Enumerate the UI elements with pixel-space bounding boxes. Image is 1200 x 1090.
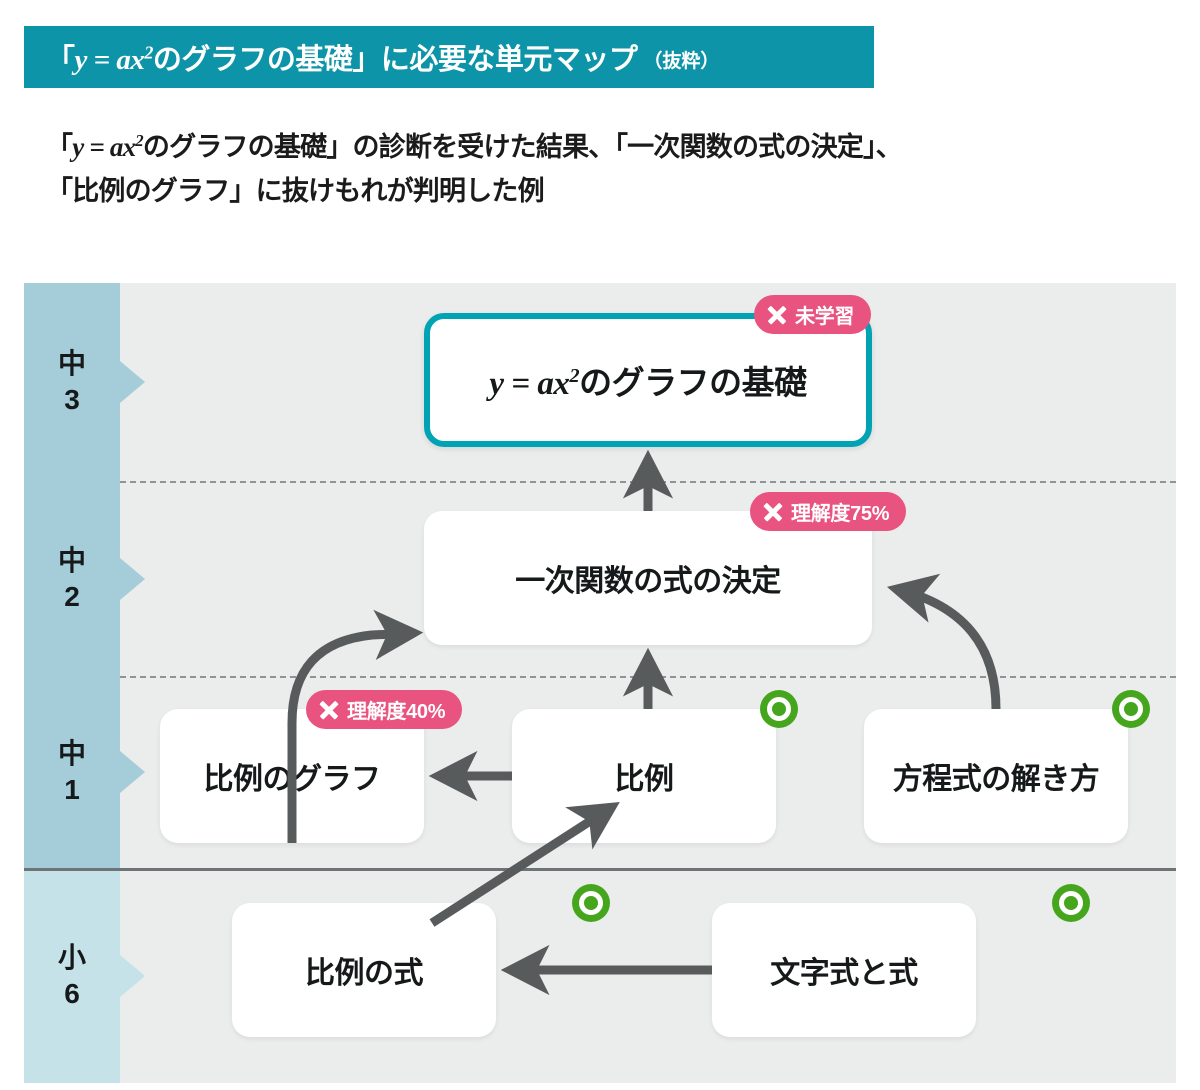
grade-band-chevron-icon [120, 557, 145, 600]
node-proportion-formula-label: 比例の式 [305, 957, 424, 990]
node-solving-equations-label: 方程式の解き方 [892, 763, 1100, 796]
node-proportion-label: 比例 [614, 763, 675, 796]
node-solving-equations[interactable]: 方程式の解き方 [864, 709, 1128, 843]
row-separator-solid [24, 868, 1176, 871]
badge-mastered-proportion [760, 690, 798, 728]
badge-unlearned: 未学習 [754, 295, 872, 334]
node-proportion-formula[interactable]: 比例の式 [232, 903, 496, 1037]
badge-understanding-75-text: 理解度75% [791, 503, 890, 525]
subtitle-line-2: 「比例のグラフ」に抜けもれが判明した例 [46, 175, 545, 206]
badge-mastered-proportion-formula [572, 884, 610, 922]
page-title: 「y = ax2のグラフの基礎」に必要な単元マップ [46, 42, 638, 76]
x-mark-icon [319, 700, 338, 719]
node-proportion[interactable]: 比例 [512, 709, 776, 843]
node-linear-function-equation-label: 一次関数の式の決定 [515, 565, 781, 598]
grade-band-chevron-icon [120, 361, 145, 403]
node-formula-exponent: 2 [569, 365, 580, 387]
badge-mastered-solving-equations [1112, 690, 1150, 728]
node-formula: y = ax2 [489, 365, 580, 402]
grade-label-line-1: 中 [57, 738, 86, 770]
badge-understanding-40: 理解度40% [306, 690, 463, 729]
grade-label-line-1: 中 [57, 348, 86, 380]
node-letter-expressions-label: 文字式と式 [770, 957, 918, 990]
node-proportional-graph[interactable]: 比例のグラフ [160, 709, 424, 843]
subtitle-formula: y = ax2 [72, 131, 143, 162]
grade-label-line-2: 6 [64, 977, 80, 1009]
page-title-note: （抜粋） [643, 50, 720, 72]
badge-unlearned-text: 未学習 [795, 306, 855, 328]
x-mark-icon [767, 305, 786, 324]
badge-mastered-letter-expressions [1052, 884, 1090, 922]
grade-label-line-2: 1 [64, 774, 80, 805]
subtitle-line-1: 「y = ax2のグラフの基礎」の診断を受けた結果、「一次関数の式の決定」、 [46, 131, 903, 162]
row-separator-dashed-1 [120, 481, 1176, 483]
row-separator-dashed-2 [120, 676, 1176, 678]
node-y-ax2-graph-basics[interactable]: y = ax2のグラフの基礎 [424, 313, 872, 447]
grade-label-line-1: 小 [57, 941, 86, 973]
x-mark-icon [763, 502, 782, 521]
node-y-ax2-graph-basics-label: y = ax2のグラフの基礎 [489, 364, 807, 402]
grade-band-chevron-icon [120, 954, 145, 997]
arrow-solving-equations-to-linear [886, 573, 1001, 710]
grade-band-chevron-icon [120, 751, 145, 793]
grade-label-line-2: 2 [64, 580, 80, 612]
subtitle-block: 「y = ax2のグラフの基礎」の診断を受けた結果、「一次関数の式の決定」、 「… [46, 126, 1166, 213]
grade-label-line-2: 3 [64, 384, 80, 415]
badge-understanding-40-text: 理解度40% [347, 701, 446, 723]
node-letter-expressions[interactable]: 文字式と式 [712, 903, 976, 1037]
node-linear-function-equation[interactable]: 一次関数の式の決定 [424, 511, 872, 645]
page-title-banner: 「y = ax2のグラフの基礎」に必要な単元マップ （抜粋） [24, 26, 874, 88]
title-formula: y = ax2 [74, 42, 154, 76]
grade-label-line-1: 中 [57, 544, 86, 576]
node-proportional-graph-label: 比例のグラフ [203, 763, 382, 796]
badge-understanding-75: 理解度75% [750, 492, 907, 531]
